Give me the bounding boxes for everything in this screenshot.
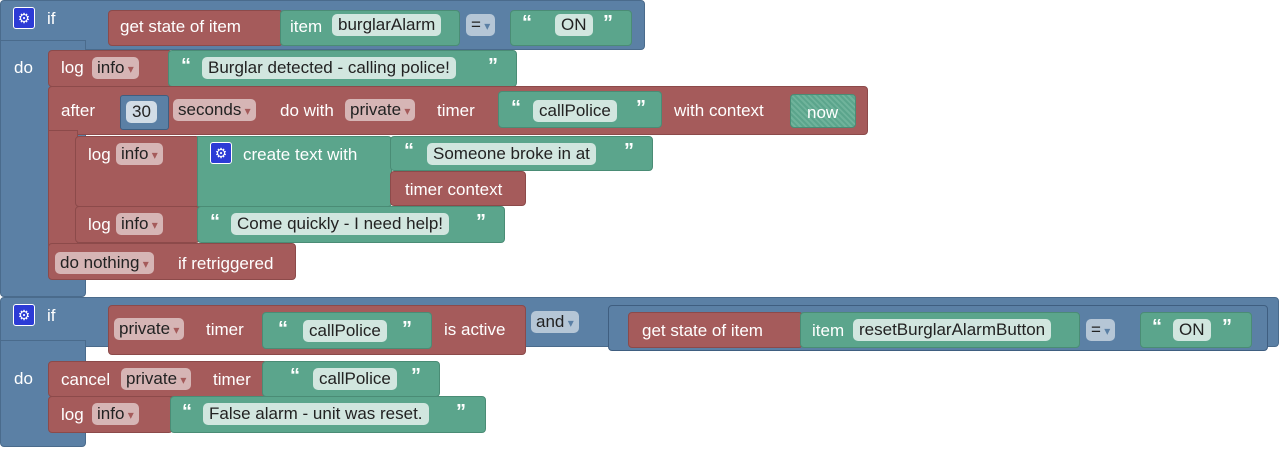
if-label: if [47, 306, 56, 325]
text-block[interactable] [170, 396, 486, 433]
open-quote-icon: “ [181, 55, 191, 77]
open-quote-icon: “ [182, 401, 192, 423]
get-state-label: get state of item [642, 321, 763, 340]
log-level-dropdown[interactable]: info [92, 57, 139, 79]
log-level-dropdown[interactable]: info [116, 213, 163, 235]
timer-label: timer [206, 320, 244, 339]
timer-context-block[interactable] [390, 171, 526, 206]
timer-context-label: timer context [405, 180, 503, 199]
open-quote-icon: “ [522, 12, 532, 34]
item-name-field[interactable]: resetBurglarAlarmButton [853, 319, 1052, 341]
open-quote-icon: “ [278, 318, 288, 340]
do-label: do [14, 58, 33, 77]
close-quote-icon: ” [488, 55, 498, 77]
after-block-body [48, 130, 78, 246]
open-quote-icon: “ [511, 97, 521, 119]
value-field[interactable]: ON [1173, 319, 1211, 341]
message-field[interactable]: Burglar detected - calling police! [202, 57, 456, 79]
context-label: now [807, 103, 839, 122]
scope-dropdown[interactable]: private [345, 99, 416, 121]
log-label: log [88, 145, 111, 164]
log-label: log [61, 405, 84, 424]
gear-icon[interactable]: ⚙ [210, 142, 232, 164]
log-level-dropdown[interactable]: info [116, 143, 163, 165]
text-field[interactable]: Someone broke in at [427, 143, 596, 165]
close-quote-icon: ” [456, 401, 466, 423]
log-label: log [88, 215, 111, 234]
retrigger-dropdown[interactable]: do nothing [55, 252, 154, 274]
get-state-block[interactable] [108, 10, 283, 46]
scope-dropdown[interactable]: private [121, 368, 192, 390]
item-name-field[interactable]: burglarAlarm [332, 14, 442, 36]
retrigger-label: if retriggered [178, 254, 274, 273]
item-label: item [290, 17, 323, 36]
scope-dropdown[interactable]: private [114, 318, 185, 340]
timer-label: timer [437, 101, 475, 120]
with-context-label: with context [674, 101, 764, 120]
number-field[interactable]: 30 [126, 101, 157, 123]
is-active-label: is active [444, 320, 506, 339]
if-label: if [47, 9, 56, 28]
log-level-dropdown[interactable]: info [92, 403, 139, 425]
gear-icon[interactable]: ⚙ [13, 304, 35, 326]
open-quote-icon: “ [210, 211, 220, 233]
text-block[interactable] [262, 312, 432, 349]
get-state-label: get state of item [120, 17, 241, 36]
open-quote-icon: “ [290, 365, 300, 387]
close-quote-icon: ” [1222, 316, 1232, 338]
timer-label: timer [213, 370, 251, 389]
do-label: do [14, 369, 33, 388]
close-quote-icon: ” [603, 12, 613, 34]
do-with-label: do with [280, 101, 334, 120]
unit-dropdown[interactable]: seconds [173, 99, 256, 121]
close-quote-icon: ” [624, 140, 634, 162]
timer-name-field[interactable]: callPolice [303, 320, 387, 342]
item-label: item [812, 321, 845, 340]
after-label: after [61, 101, 96, 120]
create-text-label: create text with [243, 145, 358, 164]
context-block[interactable] [790, 94, 856, 128]
close-quote-icon: ” [636, 97, 646, 119]
message-field[interactable]: False alarm - unit was reset. [203, 403, 429, 425]
and-dropdown[interactable]: and [531, 311, 579, 333]
operator-dropdown[interactable]: = [466, 14, 496, 36]
message-field[interactable]: Come quickly - I need help! [231, 213, 449, 235]
timer-name-field[interactable]: callPolice [533, 100, 617, 122]
value-field[interactable]: ON [555, 14, 593, 36]
cancel-label: cancel [61, 370, 111, 389]
gear-icon[interactable]: ⚙ [13, 7, 35, 29]
open-quote-icon: “ [404, 140, 414, 162]
open-quote-icon: “ [1152, 316, 1162, 338]
timer-name-field[interactable]: callPolice [313, 368, 397, 390]
close-quote-icon: ” [476, 211, 486, 233]
log-label: log [61, 58, 84, 77]
close-quote-icon: ” [411, 365, 421, 387]
close-quote-icon: ” [402, 318, 412, 340]
operator-dropdown[interactable]: = [1086, 319, 1116, 341]
